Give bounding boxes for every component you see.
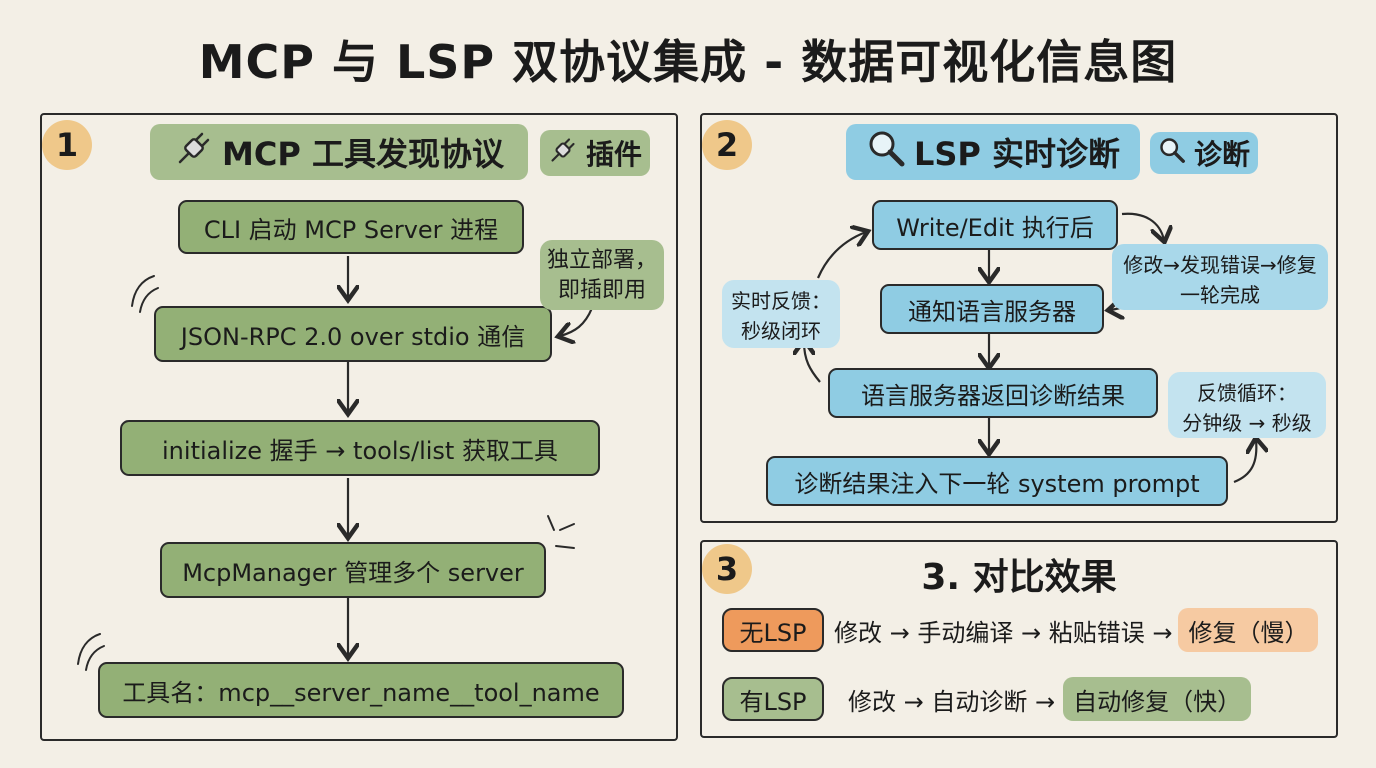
- with-lsp-flow: 修改 → 自动诊断 →: [848, 687, 1056, 716]
- lsp-note-realtime-line1: 实时反馈：: [731, 289, 831, 313]
- comparison-row-without-lsp: 无LSP 修改 → 手动编译 → 粘贴错误 → 修复（慢）: [722, 608, 1319, 652]
- lsp-step-notify: 通知语言服务器: [880, 284, 1104, 334]
- panel-lsp-header: LSP 实时诊断: [846, 124, 1140, 180]
- panel-lsp-number-badge: 2: [702, 120, 752, 170]
- plug-icon: [174, 128, 214, 176]
- lsp-note-one-round-line2: 一轮完成: [1180, 283, 1260, 307]
- lsp-note-realtime: 实时反馈： 秒级闭环: [722, 280, 840, 348]
- lsp-note-one-round-line1: 修改→发现错误→修复: [1123, 253, 1317, 277]
- lsp-note-feedback-line1: 反馈循环：: [1197, 381, 1297, 405]
- panel-mcp-header: MCP 工具发现协议: [150, 124, 528, 180]
- without-lsp-result: 修复（慢）: [1178, 608, 1319, 652]
- panel-mcp-tag: 插件: [540, 130, 650, 176]
- magnifier-icon: [866, 128, 906, 176]
- mcp-step-launch: CLI 启动 MCP Server 进程: [178, 200, 524, 254]
- panel-mcp-tag-text: 插件: [585, 138, 642, 171]
- panel-mcp: [40, 113, 678, 741]
- mcp-note-standalone: 独立部署， 即插即用: [540, 240, 664, 310]
- panel-comparison: [700, 540, 1338, 738]
- panel-lsp-tag-text: 诊断: [1193, 138, 1250, 171]
- panel-lsp: [700, 113, 1338, 523]
- lsp-note-feedback-line2: 分钟级 → 秒级: [1182, 411, 1312, 435]
- panel-mcp-header-text: MCP 工具发现协议: [222, 135, 504, 173]
- mcp-step-jsonrpc: JSON-RPC 2.0 over stdio 通信: [154, 306, 552, 362]
- mcp-step-initialize: initialize 握手 → tools/list 获取工具: [120, 420, 600, 476]
- mcp-note-line2: 即插即用: [557, 278, 646, 303]
- mcp-step-manager: McpManager 管理多个 server: [160, 542, 546, 598]
- with-lsp-result: 自动修复（快）: [1063, 677, 1252, 721]
- lsp-note-realtime-line2: 秒级闭环: [741, 319, 821, 343]
- lsp-note-one-round: 修改→发现错误→修复 一轮完成: [1112, 244, 1328, 310]
- page-title: MCP 与 LSP 双协议集成 - 数据可视化信息图: [198, 35, 1178, 89]
- lsp-step-return: 语言服务器返回诊断结果: [828, 368, 1158, 418]
- mcp-step-toolname: 工具名：mcp__server_name__tool_name: [98, 662, 624, 718]
- panel-lsp-tag: 诊断: [1150, 132, 1258, 174]
- lsp-step-inject: 诊断结果注入下一轮 system prompt: [766, 456, 1228, 506]
- panel-lsp-header-text: LSP 实时诊断: [913, 135, 1121, 173]
- panel-comparison-header: 3. 对比效果: [921, 557, 1117, 598]
- plug-icon: [548, 135, 578, 172]
- comparison-row-with-lsp: 有LSP 修改 → 自动诊断 → 自动修复（快）: [722, 677, 1252, 721]
- panel-mcp-number-badge: 1: [42, 120, 92, 170]
- panel-comparison-number-badge: 3: [702, 544, 752, 594]
- lsp-step-write-edit: Write/Edit 执行后: [872, 200, 1118, 250]
- magnifier-icon: [1158, 136, 1186, 171]
- without-lsp-label: 无LSP: [722, 608, 824, 652]
- lsp-note-feedback-loop: 反馈循环： 分钟级 → 秒级: [1168, 372, 1326, 438]
- without-lsp-flow: 修改 → 手动编译 → 粘贴错误 →: [834, 618, 1173, 647]
- with-lsp-label: 有LSP: [722, 677, 824, 721]
- mcp-note-line1: 独立部署，: [546, 248, 657, 273]
